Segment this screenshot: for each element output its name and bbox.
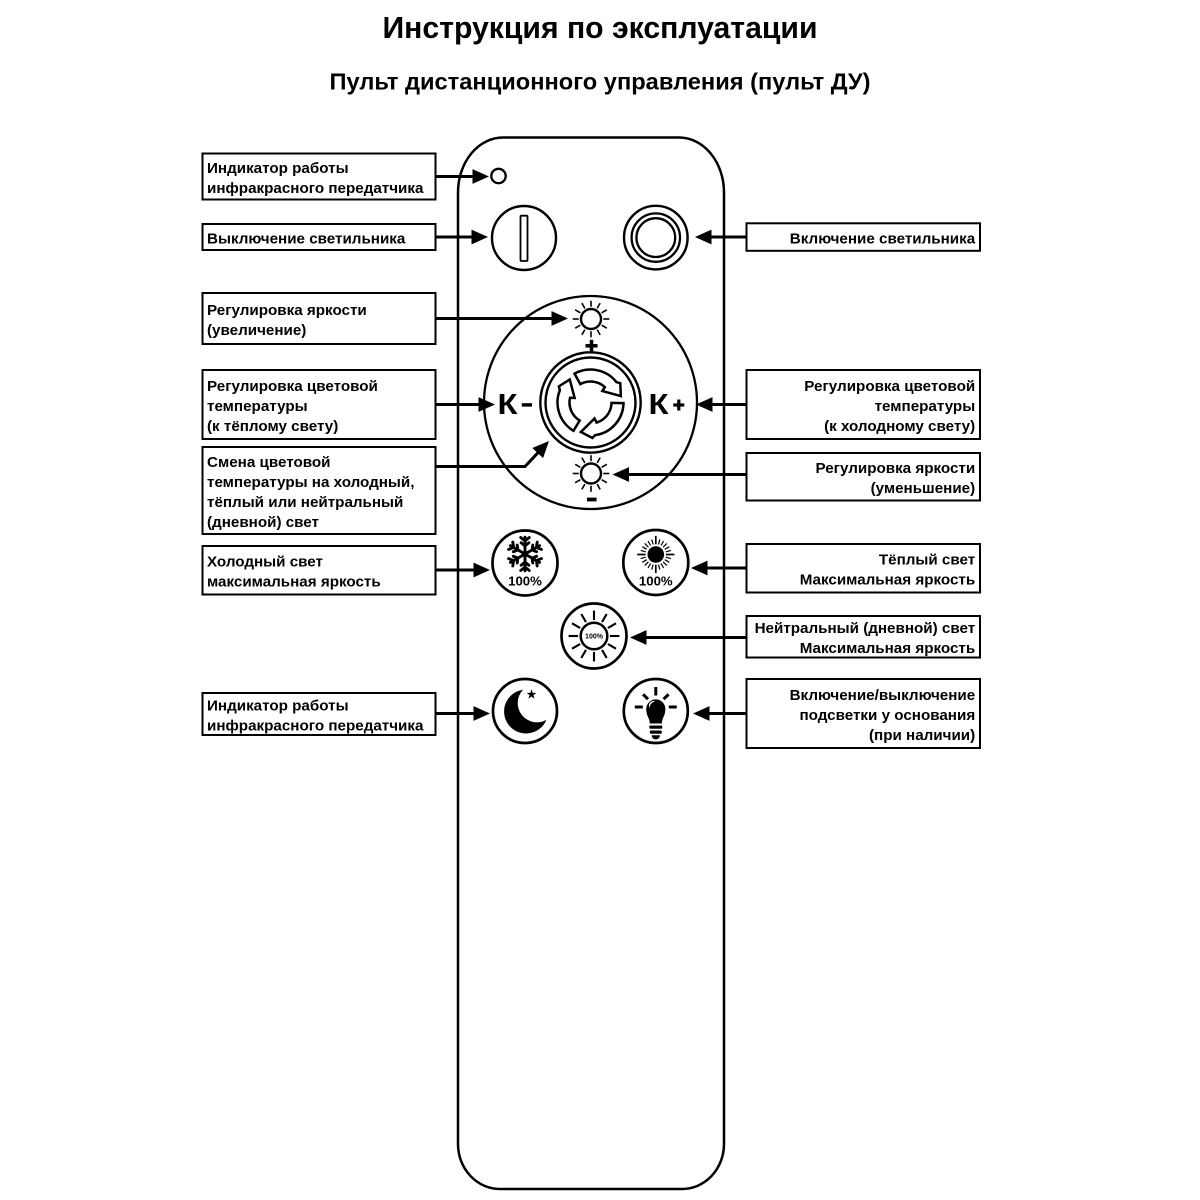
svg-text:инфракрасного передатчика: инфракрасного передатчика (207, 180, 424, 197)
svg-text:Регулировка цветовой: Регулировка цветовой (804, 378, 975, 395)
svg-text:Выключение светильника: Выключение светильника (207, 230, 406, 247)
svg-text:температуры на холодный,: температуры на холодный, (207, 474, 414, 491)
svg-text:(к тёплому свету): (к тёплому свету) (207, 418, 338, 435)
svg-text:100%: 100% (508, 574, 542, 589)
svg-text:(увеличение): (увеличение) (207, 322, 306, 339)
svg-text:Нейтральный (дневной) свет: Нейтральный (дневной) свет (755, 620, 976, 637)
svg-text:температуры: температуры (207, 398, 308, 415)
svg-text:Инструкция по эксплуатации: Инструкция по эксплуатации (383, 10, 818, 45)
svg-text:100%: 100% (639, 574, 673, 589)
svg-text:К: К (649, 389, 669, 421)
svg-text:Холодный свет: Холодный свет (207, 554, 324, 571)
svg-text:(уменьшение): (уменьшение) (871, 480, 976, 497)
svg-text:Максимальная яркость: Максимальная яркость (800, 572, 975, 589)
svg-text:Регулировка цветовой: Регулировка цветовой (207, 378, 378, 395)
svg-text:Смена цветовой: Смена цветовой (207, 454, 330, 471)
svg-text:инфракрасного передатчика: инфракрасного передатчика (207, 717, 424, 734)
svg-text:Тёплый свет: Тёплый свет (879, 552, 976, 569)
svg-text:К: К (498, 389, 518, 421)
svg-text:тёплый или нейтральный: тёплый или нейтральный (207, 494, 403, 511)
svg-text:(к холодному свету): (к холодному свету) (824, 418, 975, 435)
svg-text:максимальная яркость: максимальная яркость (207, 574, 381, 591)
svg-text:Индикатор работы: Индикатор работы (207, 160, 349, 177)
svg-text:Пульт дистанционного управлени: Пульт дистанционного управления (пульт Д… (330, 69, 871, 95)
svg-text:100%: 100% (585, 634, 604, 641)
svg-text:(при наличии): (при наличии) (869, 727, 975, 744)
svg-text:Максимальная яркость: Максимальная яркость (800, 640, 975, 657)
svg-text:подсветки у основания: подсветки у основания (799, 707, 975, 724)
svg-text:Включение светильника: Включение светильника (790, 230, 976, 247)
svg-text:Регулировка яркости: Регулировка яркости (815, 460, 975, 477)
svg-text:Включение/выключение: Включение/выключение (790, 687, 976, 704)
svg-text:Индикатор работы: Индикатор работы (207, 697, 349, 714)
svg-text:Регулировка яркости: Регулировка яркости (207, 302, 367, 319)
svg-text:температуры: температуры (875, 398, 976, 415)
svg-text:(дневной) свет: (дневной) свет (207, 514, 320, 531)
